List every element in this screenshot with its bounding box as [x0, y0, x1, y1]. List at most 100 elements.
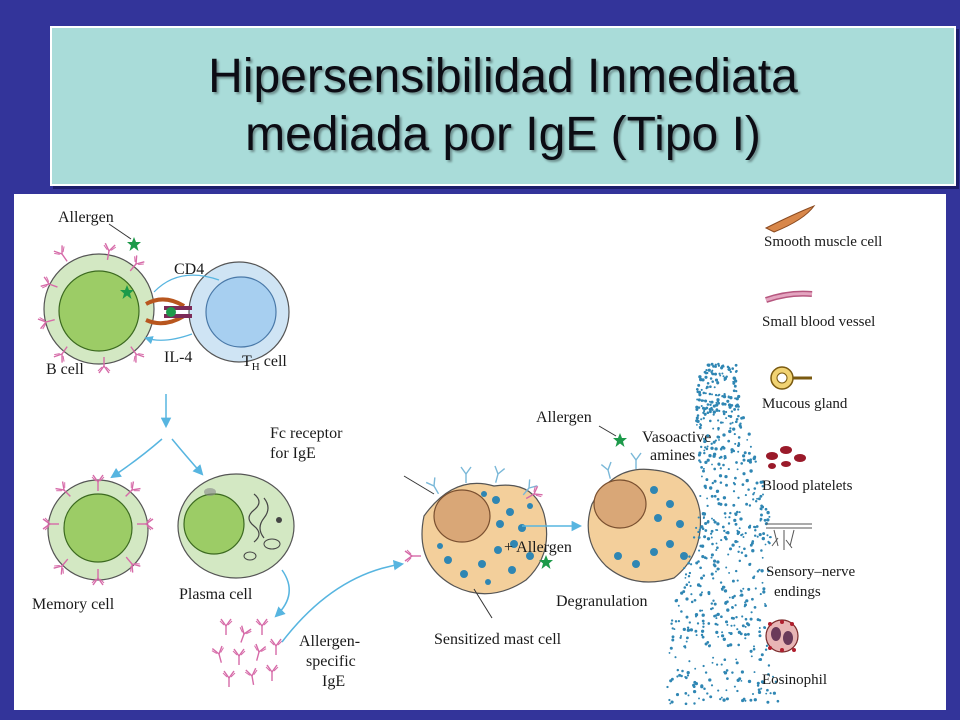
amine-particle [735, 390, 738, 393]
amine-particle [729, 643, 733, 647]
differentiation-arrows [110, 394, 204, 479]
amine-particle [733, 518, 737, 523]
amine-particle [749, 562, 752, 566]
amine-particle [726, 677, 729, 680]
memory-cell [42, 474, 154, 586]
amine-particle [712, 452, 717, 456]
amine-particle [705, 557, 708, 560]
amine-particle [697, 516, 700, 519]
amine-particle [695, 634, 698, 637]
amine-particle [751, 692, 755, 696]
amine-particle [742, 587, 745, 590]
amine-particle [737, 414, 740, 418]
amine-particle [734, 404, 738, 408]
amine-particle [733, 433, 736, 436]
amine-particle [739, 517, 743, 521]
amine-particle [733, 407, 737, 411]
amine-particle [709, 403, 712, 407]
mucous-gland-icon [770, 366, 812, 390]
amine-particle [729, 396, 733, 400]
amine-particle [701, 512, 706, 516]
amine-particle [746, 632, 750, 636]
amine-particle [723, 658, 727, 662]
amine-particle [698, 528, 701, 532]
amine-particle [704, 529, 708, 532]
amine-particle [705, 447, 709, 451]
amine-particle [698, 375, 702, 379]
amine-particle [713, 559, 717, 563]
amine-particle [749, 445, 752, 448]
amine-particle [743, 547, 746, 551]
amine-particle [706, 641, 710, 644]
amine-particle [768, 541, 771, 545]
amine-particle [684, 646, 687, 649]
amine-particle [720, 365, 724, 368]
amine-particle [682, 590, 686, 594]
amine-particle [751, 597, 754, 601]
amine-particle [756, 497, 759, 500]
amine-particle [724, 537, 728, 541]
amine-particle [677, 619, 681, 623]
amine-particle [696, 398, 699, 401]
amine-particle [701, 619, 705, 623]
amine-particle [752, 498, 755, 501]
amine-particle [714, 363, 717, 366]
amine-particle [738, 527, 741, 530]
amine-particle [706, 434, 710, 438]
amine-particle [675, 693, 680, 697]
amine-particle [716, 435, 720, 439]
amine-particle [724, 503, 728, 507]
amine-particle [733, 594, 736, 598]
amine-particle [752, 493, 755, 496]
amine-particle [760, 680, 765, 684]
amine-particle [705, 478, 709, 482]
amine-particle [701, 635, 705, 639]
amine-particle [699, 494, 702, 498]
ige-antibodies [210, 618, 283, 688]
amine-particle [766, 534, 769, 537]
amine-particle [723, 454, 727, 458]
amine-particle [756, 681, 760, 685]
amine-particle [674, 656, 677, 659]
amine-particle [710, 400, 714, 404]
amine-particle [685, 640, 688, 643]
amine-particle [688, 581, 691, 584]
cd4-interaction [144, 274, 220, 345]
amine-particle [727, 396, 730, 399]
amine-particle [708, 410, 712, 414]
amine-particle [766, 510, 770, 515]
amine-particle [702, 437, 706, 441]
amine-particle [745, 478, 749, 483]
amine-particle [747, 451, 751, 455]
amine-particle [722, 410, 726, 413]
amine-particle [747, 525, 752, 529]
amine-particle [720, 446, 724, 449]
amine-particle [720, 696, 723, 699]
amine-particle [766, 688, 769, 692]
amine-particle [744, 531, 747, 535]
amine-particle [690, 593, 693, 596]
amine-particle [670, 700, 674, 704]
amine-particle [739, 422, 742, 425]
amine-particle [692, 536, 696, 539]
amine-particle [695, 405, 699, 409]
amine-particle [722, 698, 726, 702]
amine-particle [736, 579, 739, 582]
amine-particle [701, 613, 705, 617]
amine-particle [744, 699, 747, 702]
amine-particle [707, 592, 711, 596]
amine-particle [706, 537, 711, 541]
amine-particle [721, 585, 726, 589]
amine-particle [726, 399, 730, 403]
amine-particle [712, 410, 716, 414]
amine-particle [717, 635, 720, 638]
amine-particle [708, 407, 712, 411]
amine-particle [718, 409, 721, 413]
amine-particle [712, 577, 715, 580]
amine-particle [715, 409, 719, 412]
amine-particle [760, 687, 763, 690]
amine-particle [712, 365, 715, 368]
amine-particle [743, 605, 746, 608]
